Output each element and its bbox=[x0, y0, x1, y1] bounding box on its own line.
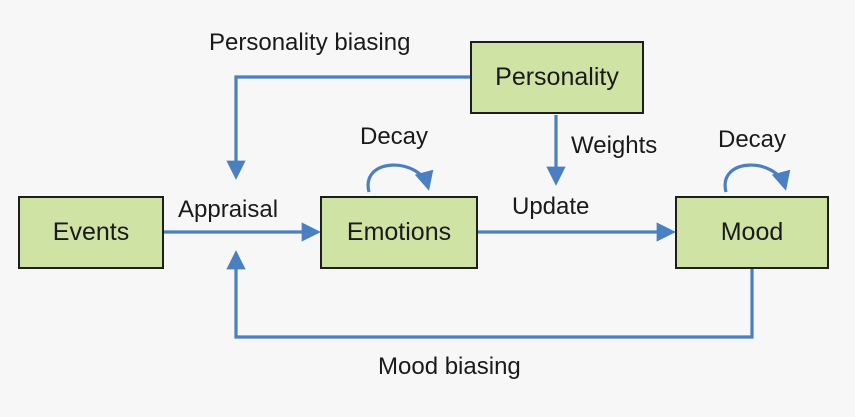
weights-label: Weights bbox=[571, 132, 658, 159]
mood-label: Mood bbox=[720, 218, 784, 246]
arrow-mood-biasing bbox=[226, 250, 754, 339]
decay-loop-mood bbox=[723, 163, 791, 193]
update-label: Update bbox=[512, 193, 590, 220]
emotions-label: Emotions bbox=[346, 218, 452, 246]
mood-biasing-label: Mood biasing bbox=[378, 353, 521, 380]
personality-box: Personality bbox=[470, 41, 644, 114]
mood-box: Mood bbox=[675, 196, 829, 269]
emotions-box: Emotions bbox=[320, 196, 478, 269]
events-label: Events bbox=[52, 218, 130, 246]
appraisal-label: Appraisal bbox=[178, 196, 279, 223]
personality-label: Personality bbox=[495, 63, 619, 91]
decay-emotions-label: Decay bbox=[360, 123, 429, 150]
decay-mood-label: Decay bbox=[718, 126, 787, 153]
events-box: Events bbox=[18, 196, 164, 269]
decay-loop-emotions bbox=[366, 163, 434, 193]
arrow-personality-biasing bbox=[226, 75, 470, 180]
personality-biasing-label: Personality biasing bbox=[209, 29, 411, 56]
